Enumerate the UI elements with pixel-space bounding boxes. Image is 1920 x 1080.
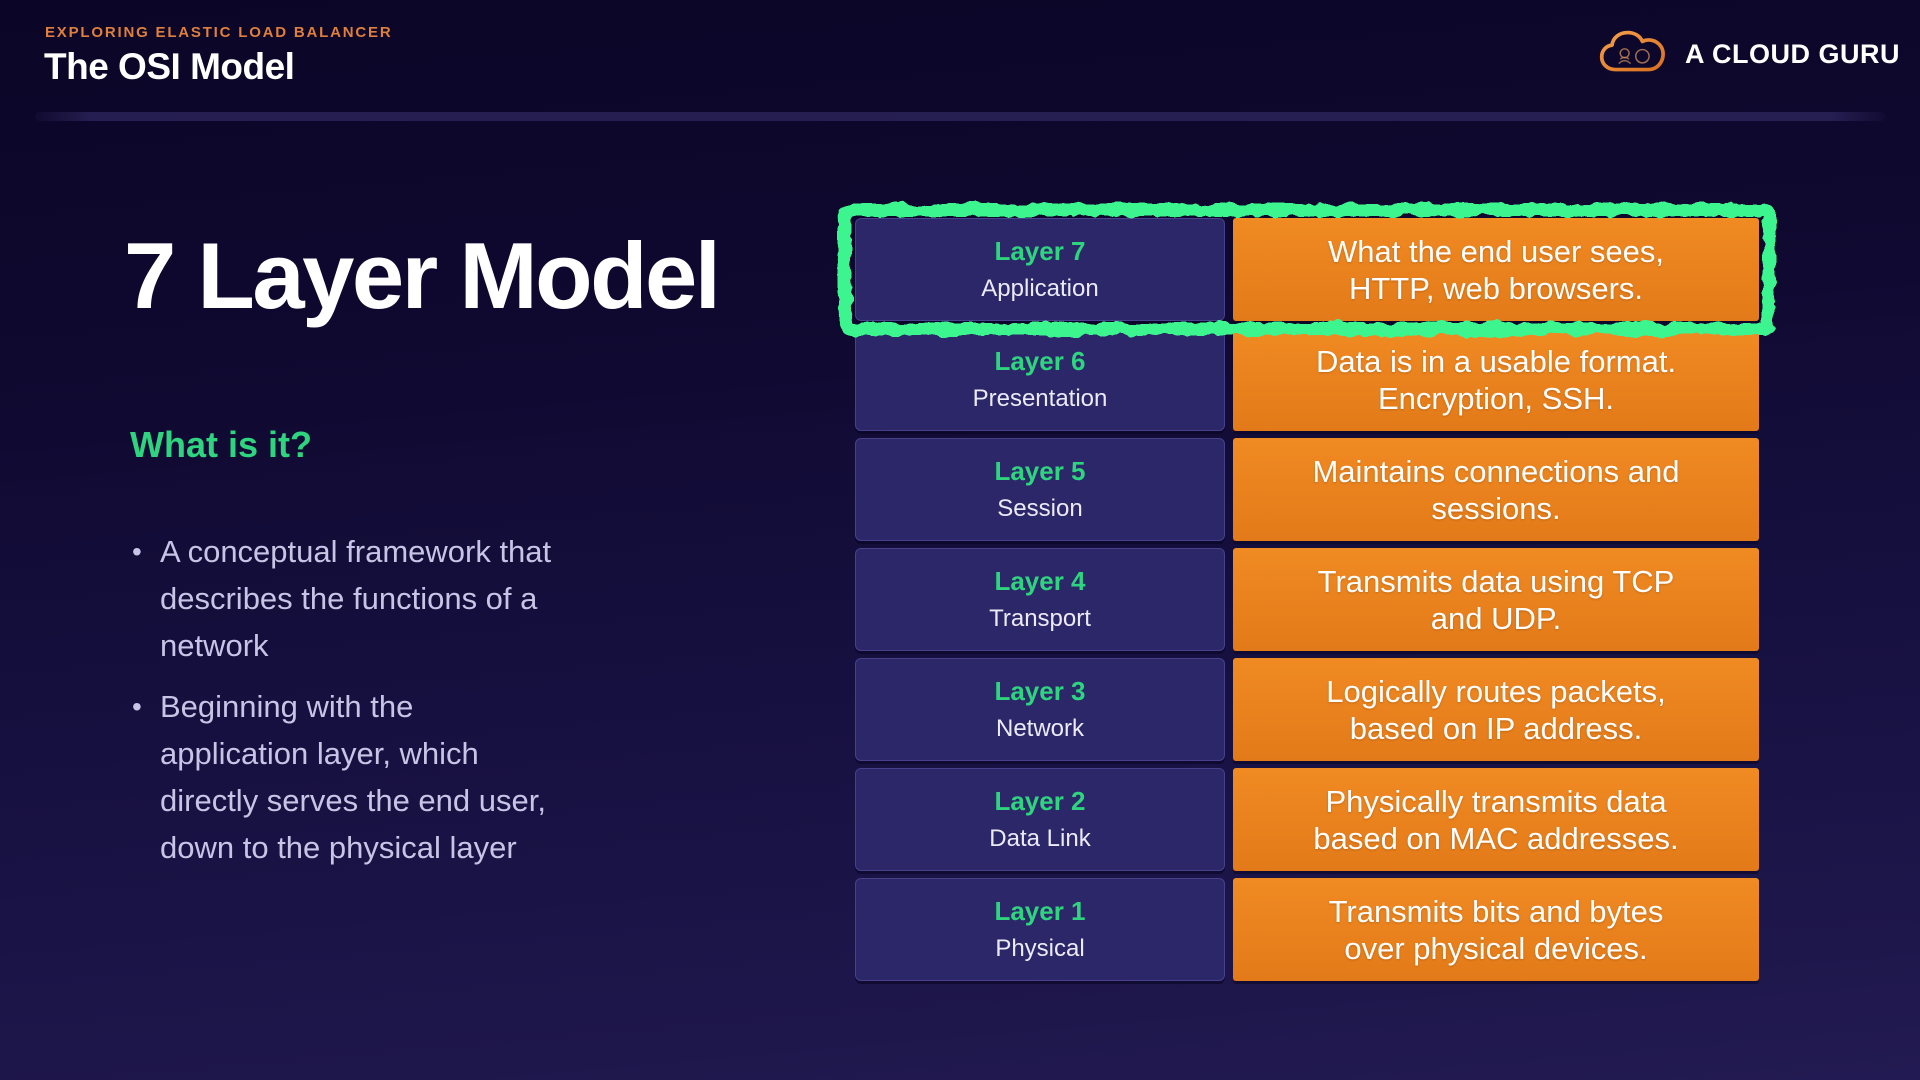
bullet-item: A conceptual framework that describes th… [128,528,778,669]
layer-description: Physically transmits data based on MAC a… [1233,768,1759,871]
layer-number-label: Layer 7 [994,236,1086,266]
layer-description: What the end user sees, HTTP, web browse… [1233,218,1759,321]
brand-logo: A CLOUD GURU [1598,28,1900,80]
bullet-list: A conceptual framework that describes th… [128,528,778,885]
osi-table-row: Layer 6 Presentation Data is in a usable… [855,328,1759,431]
osi-table-row: Layer 3 Network Logically routes packets… [855,658,1759,761]
layer-number-label: Layer 4 [994,566,1086,596]
layer-cell: Layer 6 Presentation [855,328,1225,431]
page-title: 7 Layer Model [124,223,721,328]
layer-number-label: Layer 3 [994,676,1086,706]
layer-description: Maintains connections and sessions. [1233,438,1759,541]
section-subheading: What is it? [130,424,312,465]
layer-cell: Layer 3 Network [855,658,1225,761]
osi-table: Layer 7 Application What the end user se… [838,203,1776,988]
layer-cell: Layer 5 Session [855,438,1225,541]
layer-name-label: Session [997,495,1083,522]
layer-description: Transmits bits and bytes over physical d… [1233,878,1759,981]
header-divider [35,112,1885,121]
osi-table-row: Layer 5 Session Maintains connections an… [855,438,1759,541]
osi-table-row: Layer 2 Data Link Physically transmits d… [855,768,1759,871]
osi-table-row: Layer 7 Application What the end user se… [838,203,1776,336]
osi-table-row: Layer 1 Physical Transmits bits and byte… [855,878,1759,981]
layer-number-label: Layer 5 [994,456,1086,486]
layer-name-label: Transport [989,605,1091,632]
brand-name: A CLOUD GURU [1685,38,1900,69]
layer-name-label: Network [995,715,1085,742]
layer-description: Transmits data using TCP and UDP. [1233,548,1759,651]
layer-name-label: Data Link [989,825,1091,852]
layer-cell: Layer 4 Transport [855,548,1225,651]
bullet-item: Beginning with the application layer, wh… [128,683,778,871]
layer-description: Logically routes packets, based on IP ad… [1233,658,1759,761]
layer-number-label: Layer 1 [994,896,1086,926]
layer-name-label: Presentation [972,385,1108,412]
layer-description: Data is in a usable format. Encryption, … [1233,328,1759,431]
layer-cell: Layer 2 Data Link [855,768,1225,871]
layer-number-label: Layer 6 [994,346,1086,376]
osi-table-row: Layer 4 Transport Transmits data using T… [855,548,1759,651]
cloud-guru-icon [1599,30,1665,72]
layer-cell: Layer 7 Application [855,218,1225,321]
layer-name-label: Application [981,275,1099,302]
slide-title: The OSI Model [44,46,295,87]
layer-number-label: Layer 2 [994,786,1086,816]
layer-cell: Layer 1 Physical [855,878,1225,981]
layer-name-label: Physical [995,935,1085,962]
course-kicker: EXPLORING ELASTIC LOAD BALANCER [45,24,393,41]
